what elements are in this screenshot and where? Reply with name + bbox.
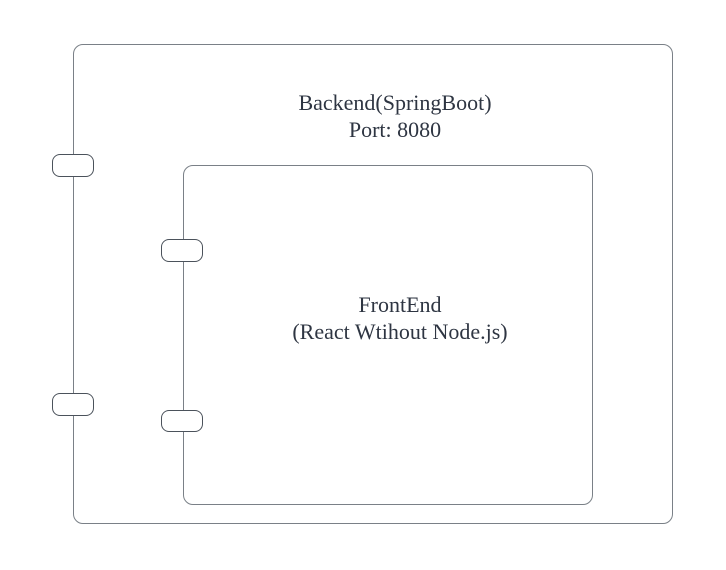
backend-port-connector-bottom	[52, 393, 94, 416]
backend-port-connector-top	[52, 154, 94, 177]
frontend-shape	[183, 165, 593, 505]
frontend-port-connector-top	[161, 239, 203, 262]
frontend-port-connector-bottom	[161, 410, 203, 432]
frontend-subtitle: (React Wtihout Node.js)	[292, 319, 508, 344]
backend-label: Backend(SpringBoot) Port: 8080	[195, 89, 595, 143]
frontend-label: FrontEnd (React Wtihout Node.js)	[200, 291, 600, 345]
backend-port-text: Port: 8080	[348, 117, 442, 142]
frontend-title: FrontEnd	[358, 292, 442, 317]
backend-title: Backend(SpringBoot)	[298, 90, 492, 115]
